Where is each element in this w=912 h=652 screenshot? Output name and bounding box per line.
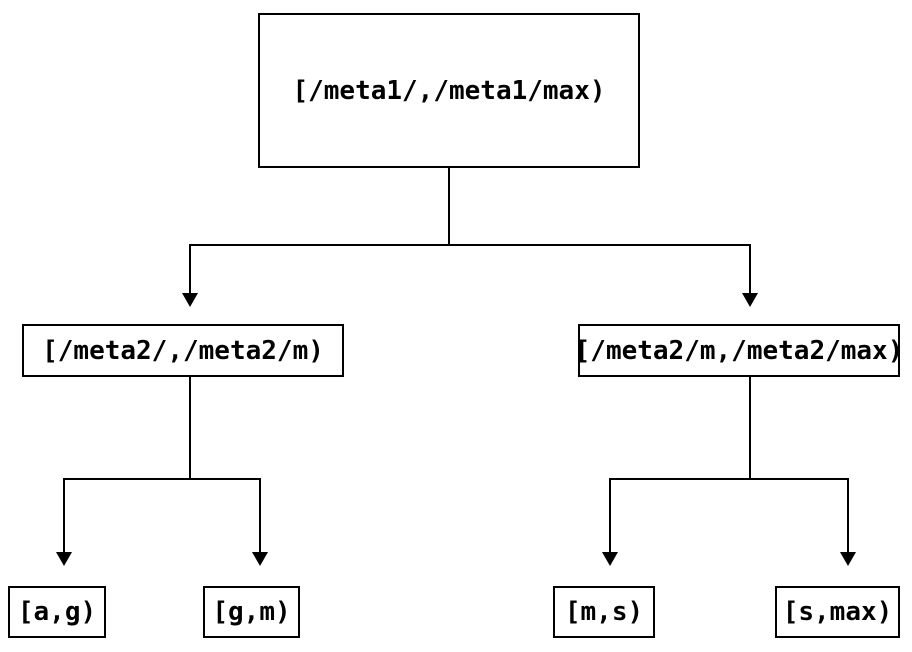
connector-meta2high-left-drop (609, 478, 611, 552)
arrowhead-down-icon (742, 293, 758, 307)
connector-root-stem (448, 168, 450, 245)
node-meta2-low-range: [/meta2/,/meta2/m) (22, 324, 344, 377)
node-leaf-a-g: [a,g) (8, 586, 106, 638)
connector-root-right-drop (749, 244, 751, 293)
arrowhead-down-icon (602, 552, 618, 566)
connector-meta2low-crossbar (63, 478, 261, 480)
connector-meta2low-left-drop (63, 478, 65, 552)
node-leaf-g-m: [g,m) (203, 586, 300, 638)
connector-meta2low-right-drop (259, 478, 261, 552)
arrowhead-down-icon (56, 552, 72, 566)
node-meta2-high-range: [/meta2/m,/meta2/max) (575, 324, 903, 377)
connector-meta2high-stem (749, 377, 751, 480)
connector-root-left-drop (189, 244, 191, 293)
arrowhead-down-icon (252, 552, 268, 566)
connector-meta2high-right-drop (847, 478, 849, 552)
connector-meta2high-crossbar (609, 478, 849, 480)
connector-root-crossbar (189, 244, 751, 246)
node-leaf-s-max: [s,max) (775, 586, 900, 638)
arrowhead-down-icon (840, 552, 856, 566)
node-leaf-m-s: [m,s) (553, 586, 655, 638)
node-root-meta1-range: [/meta1/,/meta1/max) (258, 13, 640, 168)
connector-meta2low-stem (189, 377, 191, 480)
arrowhead-down-icon (182, 293, 198, 307)
